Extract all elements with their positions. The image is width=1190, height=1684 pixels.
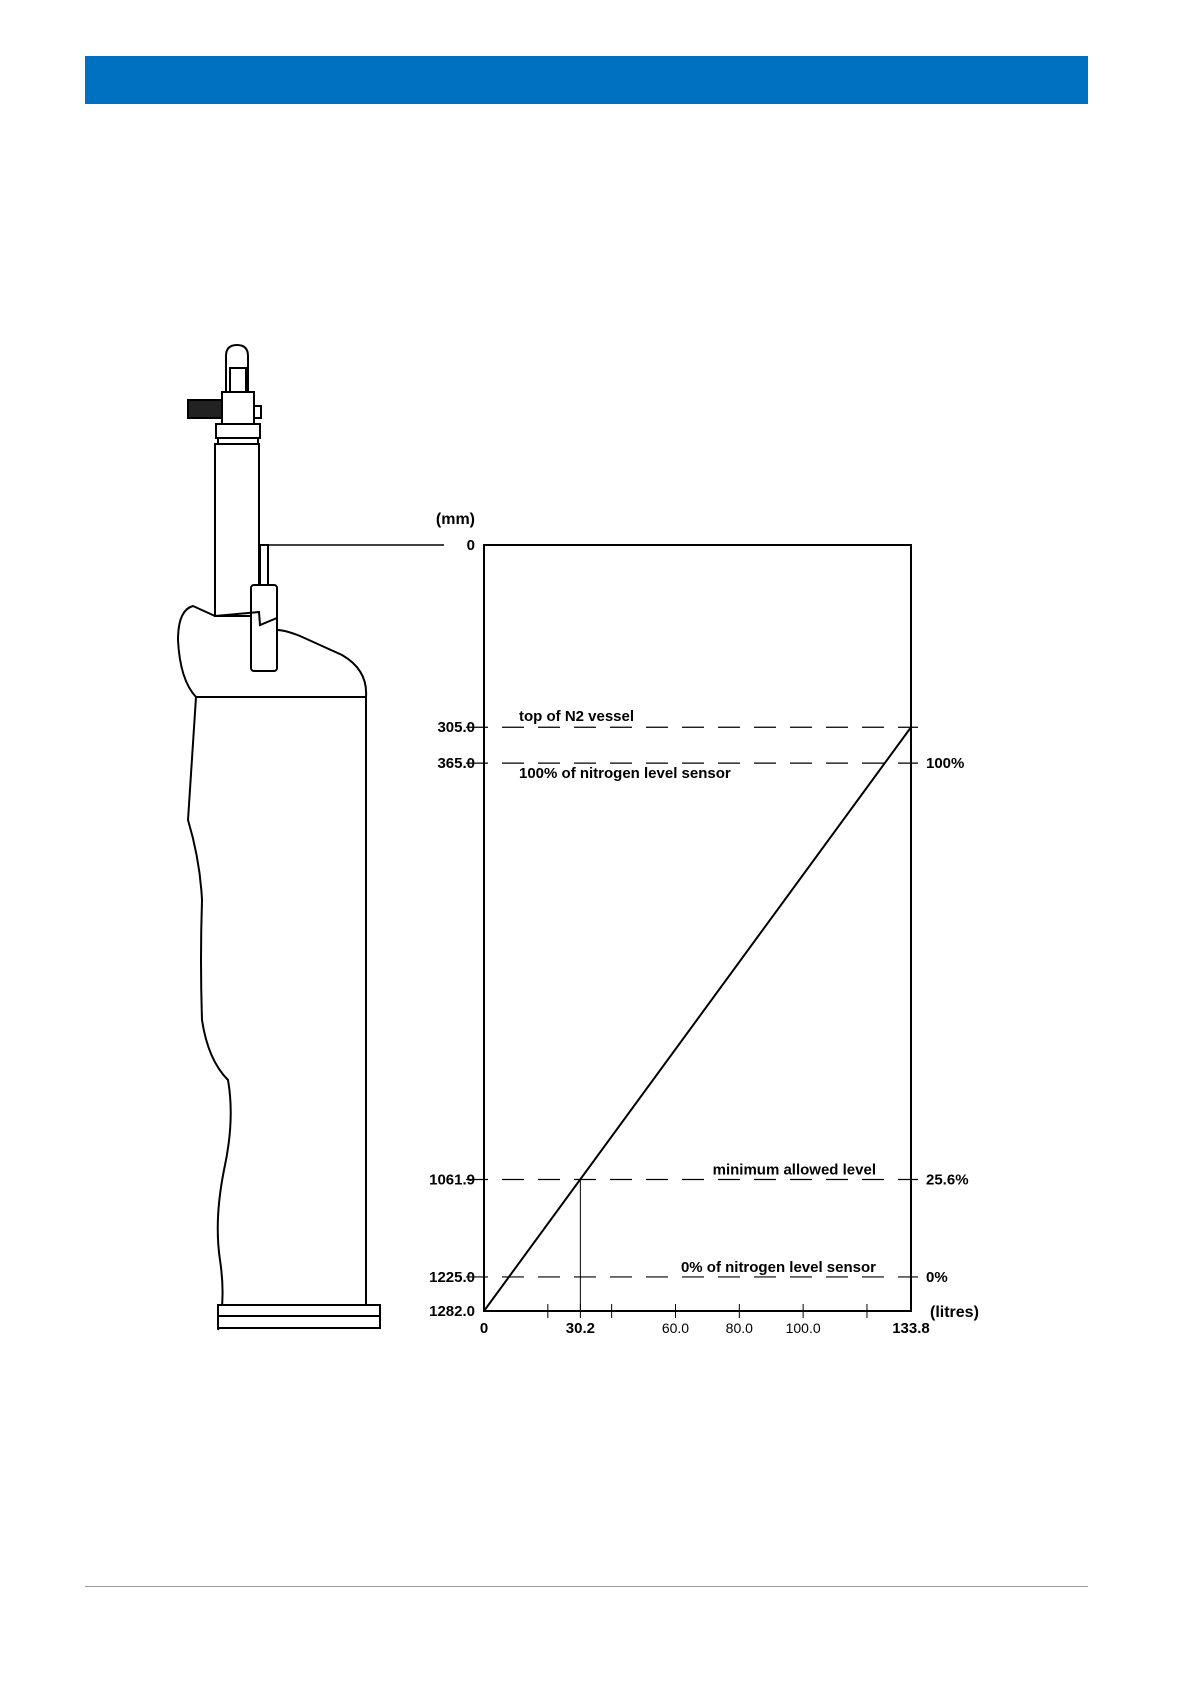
- vessel-base: [218, 1305, 380, 1328]
- x-tick-label: 30.2: [566, 1320, 595, 1337]
- y-tick-label: 1282.0: [429, 1303, 475, 1320]
- neck-collar: [216, 424, 260, 438]
- y-tick-label: 305.0: [437, 719, 475, 736]
- sensor-stem: [260, 545, 268, 585]
- reference-line-label: top of N2 vessel: [519, 708, 634, 725]
- sensor-fitting: [230, 368, 246, 392]
- x-tick-label: 60.0: [662, 1320, 689, 1336]
- y-axis-unit-label: (mm): [436, 511, 475, 528]
- footer-rule: [85, 1586, 1088, 1587]
- sensor-block: [222, 392, 254, 424]
- side-knob: [254, 406, 261, 418]
- reference-line-label: 0% of nitrogen level sensor: [681, 1259, 876, 1276]
- reference-line-label: 100% of nitrogen level sensor: [519, 765, 731, 782]
- y-tick-label: 365.0: [437, 755, 475, 772]
- x-tick-label: 80.0: [726, 1320, 753, 1336]
- reference-line-label: minimum allowed level: [713, 1161, 876, 1178]
- series-line: [484, 727, 911, 1311]
- y-tick-label: 0: [467, 537, 475, 554]
- x-tick-label: 0: [480, 1320, 488, 1337]
- x-axis-unit-label: (litres): [930, 1304, 979, 1321]
- y-tick-label: 1061.9: [429, 1171, 475, 1188]
- x-tick-label: 133.8: [892, 1320, 930, 1337]
- plot-frame: [484, 545, 911, 1311]
- dewar-illustration: [178, 345, 444, 1330]
- x-tick-label: 100.0: [786, 1320, 821, 1336]
- reference-line-percent: 25.6%: [926, 1171, 969, 1188]
- sensor-probe: [251, 585, 277, 671]
- y-tick-label: 1225.0: [429, 1269, 475, 1286]
- cable-connector: [188, 400, 222, 418]
- level-chart: top of N2 vessel 100% of nitrogen level s…: [429, 511, 979, 1337]
- vessel-left-wavy-edge: [188, 697, 231, 1330]
- reference-line-percent: 0%: [926, 1269, 948, 1286]
- reference-line-percent: 100%: [926, 755, 964, 772]
